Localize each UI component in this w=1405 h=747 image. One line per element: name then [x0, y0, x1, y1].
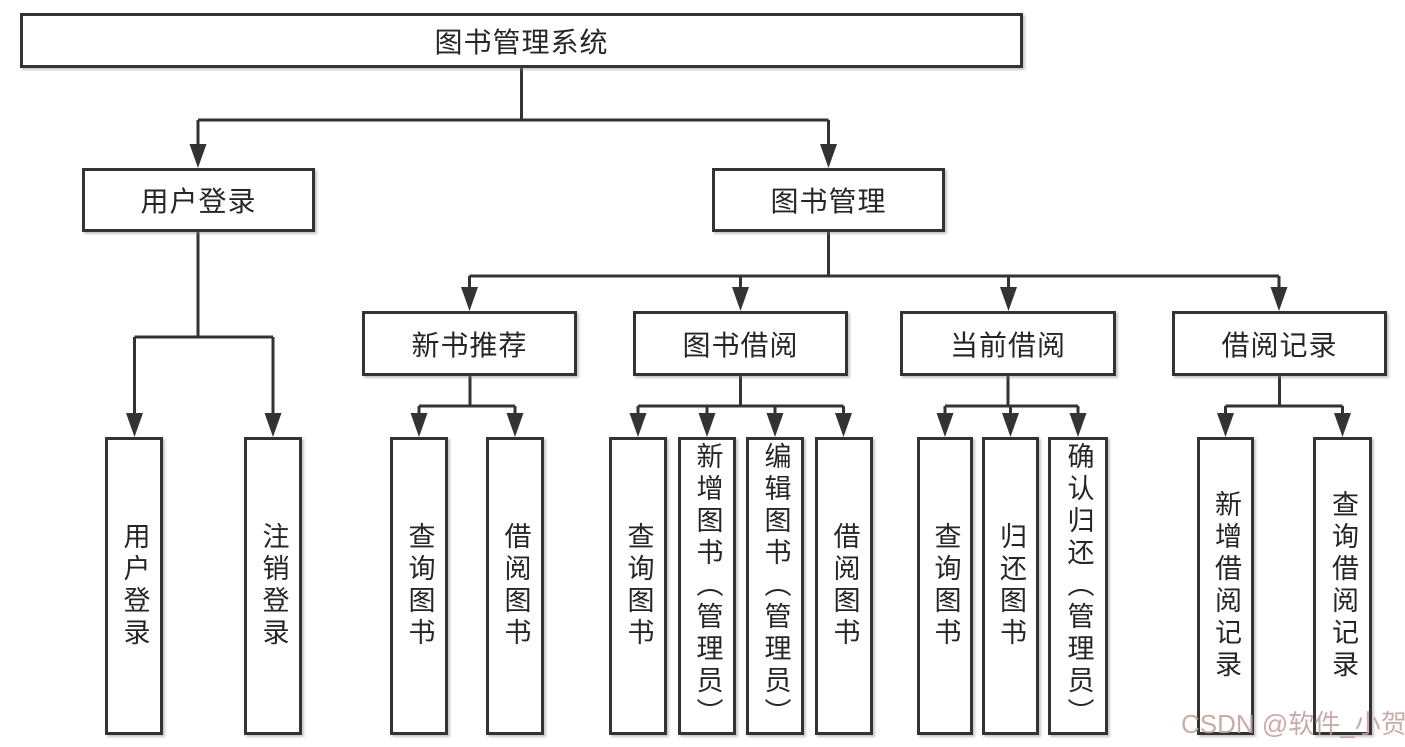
- leaf-borrow-books-recommend: 借阅图书: [486, 437, 544, 735]
- node-user-login-branch-label: 用户登录: [140, 186, 257, 217]
- leaf-add-borrow-record: 新增借阅记录: [1197, 437, 1254, 735]
- leaf-add-books-admin-label: 新增图书（管理员）: [692, 442, 723, 730]
- leaf-borrow-books-recommend-label: 借阅图书: [500, 522, 531, 650]
- node-book-management-label: 图书管理: [770, 186, 887, 217]
- leaf-return-books-label: 归还图书: [996, 522, 1026, 650]
- node-book-borrowing: 图书借阅: [633, 311, 848, 376]
- leaf-add-books-admin: 新增图书（管理员）: [678, 437, 736, 735]
- node-library-system-label: 图书管理系统: [434, 26, 609, 58]
- connector-lines: [133, 68, 1344, 415]
- leaf-search-books-borrowing-label: 查询图书: [623, 522, 654, 650]
- node-borrowing-records: 借阅记录: [1172, 311, 1387, 376]
- leaf-edit-books-admin: 编辑图书（管理员）: [746, 437, 804, 735]
- node-borrowing-records-label: 借阅记录: [1221, 329, 1338, 361]
- leaf-search-books-current-label: 查询图书: [930, 522, 961, 650]
- leaf-add-borrow-record-label: 新增借阅记录: [1211, 490, 1241, 682]
- node-book-borrowing-label: 图书借阅: [682, 329, 799, 361]
- leaf-logout: 注销登录: [244, 437, 302, 735]
- leaf-borrow-books: 借阅图书: [815, 437, 873, 735]
- leaf-search-borrow-record-label: 查询借阅记录: [1328, 490, 1358, 682]
- leaf-logout-label: 注销登录: [258, 522, 289, 650]
- leaf-edit-books-admin-label: 编辑图书（管理员）: [760, 442, 791, 730]
- node-user-login-branch: 用户登录: [82, 168, 315, 232]
- leaf-search-books-recommend-label: 查询图书: [404, 522, 435, 650]
- leaf-return-books: 归还图书: [982, 437, 1039, 735]
- node-new-book-recommend-label: 新书推荐: [411, 329, 528, 361]
- leaf-search-books-current: 查询图书: [917, 437, 973, 735]
- arrowheads: [126, 144, 1351, 437]
- leaf-user-login-label: 用户登录: [119, 522, 150, 650]
- leaf-user-login: 用户登录: [105, 437, 163, 735]
- node-library-system: 图书管理系统: [20, 13, 1023, 68]
- leaf-confirm-return-admin-label: 确认归还（管理员）: [1063, 442, 1094, 730]
- leaf-search-borrow-record: 查询借阅记录: [1313, 437, 1372, 735]
- node-current-borrowing: 当前借阅: [900, 311, 1116, 376]
- leaf-search-books-borrowing: 查询图书: [609, 437, 667, 735]
- node-current-borrowing-label: 当前借阅: [949, 329, 1066, 361]
- leaf-borrow-books-label: 借阅图书: [829, 522, 860, 650]
- node-new-book-recommend: 新书推荐: [362, 311, 577, 376]
- leaf-confirm-return-admin: 确认归还（管理员）: [1048, 437, 1108, 735]
- node-book-management: 图书管理: [712, 168, 945, 232]
- leaf-search-books-recommend: 查询图书: [390, 437, 448, 735]
